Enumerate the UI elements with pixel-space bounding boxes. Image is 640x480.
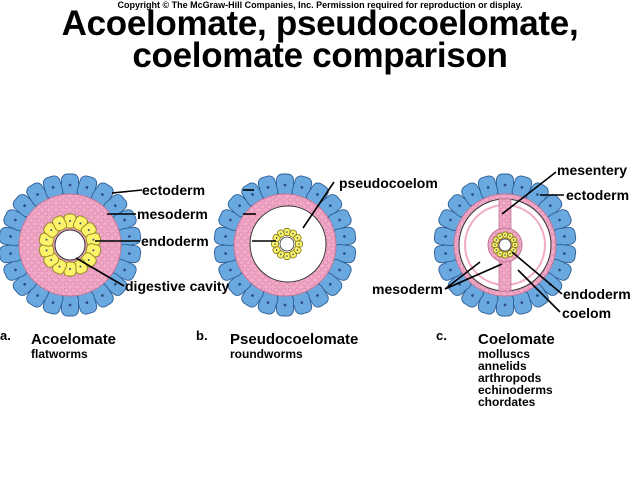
title-line-2: coelomate comparison — [132, 36, 508, 75]
leader-b-pseudocoelom — [302, 181, 335, 229]
leader-c-mesentery — [501, 171, 557, 215]
caption-a-example: flatworms — [31, 347, 88, 361]
pseudocoelomate-diagram — [213, 173, 357, 317]
leader-a-digestive — [75, 257, 125, 287]
label-c-mesentery: mesentery — [557, 162, 627, 178]
cell — [510, 246, 518, 254]
title-line-1: Acoelomate, pseudocoelomate, — [61, 4, 579, 43]
gut-endoderm — [271, 228, 303, 260]
ectoderm-layer — [433, 173, 577, 317]
cell — [496, 232, 504, 240]
cell — [502, 251, 508, 259]
label-a-digestive-cavity: digestive cavity — [125, 278, 229, 294]
label-c-coelom: coelom — [562, 305, 611, 321]
gut-cavity — [498, 238, 512, 252]
gut-cavity — [279, 236, 295, 252]
caption-b-name: Pseudocoelomate — [230, 331, 359, 348]
cell — [76, 290, 98, 315]
copyright-notice: Copyright © The McGraw-Hill Companies, I… — [117, 0, 523, 10]
caption-b-letter: b. — [196, 328, 208, 343]
label-c-endoderm: endoderm — [563, 286, 631, 302]
caption-c-example-3: arthropods — [478, 371, 542, 385]
cell — [218, 259, 243, 281]
label-a-endoderm: endoderm — [141, 233, 209, 249]
caption-c-example-5: chordates — [478, 395, 536, 409]
caption-c-example-4: echinoderms — [478, 383, 553, 397]
leader-c-coelom — [517, 269, 561, 313]
cell — [502, 231, 508, 239]
leader-c-endoderm — [511, 251, 563, 295]
acoelomate-diagram — [0, 173, 142, 317]
caption-a-name: Acoelomate — [31, 331, 117, 348]
cell — [61, 173, 79, 197]
label-c-ectoderm: ectoderm — [566, 187, 629, 203]
label-a-ectoderm: ectoderm — [142, 182, 205, 198]
leader-lines — [75, 171, 564, 313]
cell — [61, 293, 79, 317]
digestive-cavity — [54, 229, 86, 261]
cell — [276, 229, 286, 238]
coelomate-diagram — [433, 173, 577, 317]
caption-c-name: Coelomate — [478, 331, 555, 348]
ectoderm-layer — [213, 173, 357, 317]
cell — [496, 173, 514, 197]
cell — [496, 293, 514, 317]
cell — [510, 236, 518, 244]
label-b-pseudocoelom: pseudocoelom — [339, 175, 438, 191]
caption-c-example-2: annelids — [478, 359, 527, 373]
gut-endoderm — [491, 231, 519, 259]
leader-c-mesoderm-2 — [444, 263, 503, 290]
endoderm-layer — [38, 213, 102, 277]
cell — [52, 215, 68, 232]
page-title: Acoelomate, pseudocoelomate, coelomate c… — [0, 4, 640, 75]
cell — [276, 293, 294, 317]
caption-a-letter: a. — [0, 328, 11, 343]
caption-b-example: roundworms — [230, 347, 303, 361]
caption-c-letter: c. — [436, 328, 447, 343]
leader-a-ectoderm — [111, 189, 143, 194]
caption-c-example-1: molluscs — [478, 347, 531, 361]
label-a-mesoderm: mesoderm — [137, 206, 208, 222]
label-c-mesoderm: mesoderm — [372, 281, 443, 297]
leader-c-mesoderm-1 — [444, 261, 481, 290]
cell — [276, 173, 294, 197]
